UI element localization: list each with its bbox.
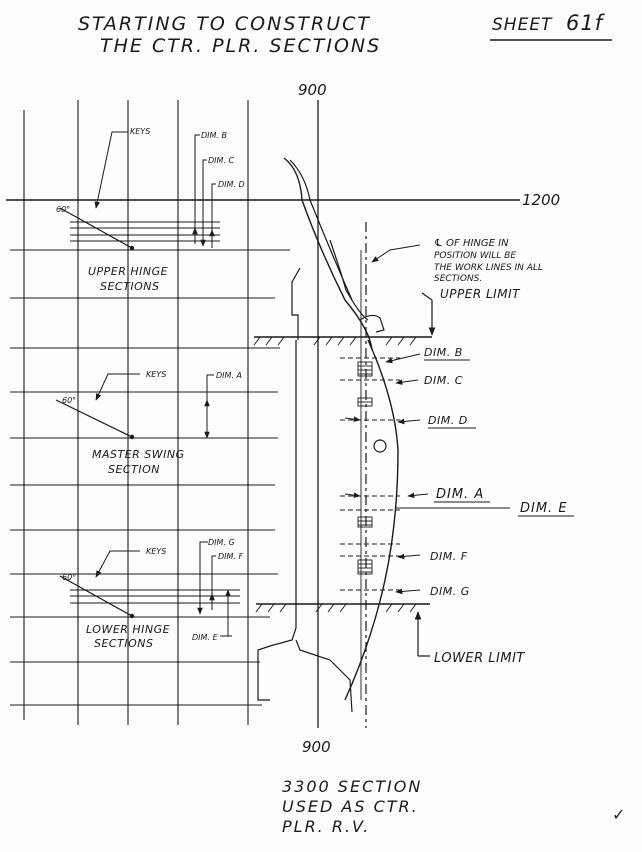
upper-dim-d-label: DIM. D — [218, 180, 245, 189]
coord-900-top: 900 — [298, 81, 327, 99]
upper-angle-label: 60° — [56, 205, 70, 214]
upper-keys-label: KEYS — [130, 127, 150, 136]
upper-dim-c-label: DIM. C — [208, 156, 235, 165]
hinge-note-2: POSITION WILL BE — [434, 251, 516, 261]
lower-keys-label: KEYS — [146, 547, 166, 556]
footer-line-2: USED AS CTR. — [282, 797, 419, 816]
lower-dim-e-label: DIM. E — [192, 633, 219, 642]
lower-dim-f-label: DIM. F — [218, 552, 244, 561]
checkmark: ✓ — [612, 805, 625, 824]
title-line-1: STARTING TO CONSTRUCT — [78, 13, 371, 35]
main-dim-d-label: DIM. D — [428, 414, 468, 427]
main-dim-b-label: DIM. B — [424, 346, 463, 359]
footer-line-3: PLR. R.V. — [282, 817, 370, 836]
lower-limit-label: LOWER LIMIT — [434, 651, 525, 666]
upper-limit-label: UPPER LIMIT — [440, 287, 521, 301]
lower-hinge-label-1: LOWER HINGE — [86, 623, 170, 636]
lower-angle-label: 60° — [62, 573, 76, 582]
upper-dim-b-label: DIM. B — [201, 131, 227, 140]
main-section: ℄ OF HINGE IN POSITION WILL BE THE WORK … — [253, 100, 574, 728]
coord-900-bottom: 900 — [302, 738, 331, 756]
lower-hinge-detail: KEYS 60° DIM. G DIM. F DIM. E LOWER HING… — [59, 538, 244, 650]
upper-hinge-label-2: SECTIONS — [100, 280, 159, 293]
hinge-note-4: SECTIONS. — [434, 274, 482, 284]
grid-horizontal-lines — [10, 249, 290, 706]
coord-1200: 1200 — [522, 191, 560, 209]
grid-vertical-lines — [23, 100, 319, 728]
main-dim-g-label: DIM. G — [430, 585, 470, 598]
master-dim-a-label: DIM. A — [216, 371, 242, 380]
main-dim-a-label: DIM. A — [436, 487, 484, 502]
main-dim-c-label: DIM. C — [424, 374, 463, 387]
main-dim-f-label: DIM. F — [430, 550, 468, 563]
hinge-note-3: THE WORK LINES IN ALL — [434, 263, 543, 273]
footer-line-1: 3300 SECTION — [282, 777, 422, 796]
title-line-2: THE CTR. PLR. SECTIONS — [100, 35, 381, 57]
upper-hinge-detail: KEYS 60° DIM. B DIM. C DIM. D UPPER HING… — [56, 127, 245, 293]
master-swing-label-2: SECTION — [108, 463, 160, 476]
main-dim-e-label: DIM. E — [520, 501, 568, 516]
lower-hinge-label-2: SECTIONS — [94, 637, 153, 650]
sheet-number: 61f — [566, 11, 606, 35]
master-keys-label: KEYS — [146, 370, 166, 379]
sheet-label: SHEET — [492, 15, 553, 35]
upper-hinge-label-1: UPPER HINGE — [88, 265, 168, 278]
master-swing-detail: KEYS 60° DIM. A MASTER SWING SECTION — [55, 370, 242, 476]
lower-dim-g-label: DIM. G — [208, 538, 235, 547]
master-swing-label-1: MASTER SWING — [92, 448, 185, 461]
hinge-note-1: ℄ OF HINGE IN — [434, 238, 509, 249]
master-angle-label: 60° — [62, 396, 76, 405]
